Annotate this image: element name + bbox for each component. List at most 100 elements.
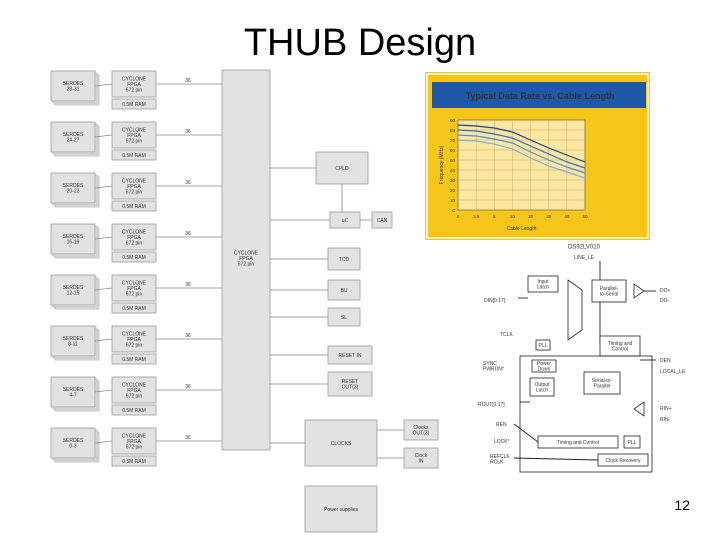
plot-area [457,119,586,211]
ram-block [111,455,157,467]
serdes-fpga-link [94,134,113,138]
ram-label: 0.5M RAM [122,102,146,108]
ram-block [111,404,157,416]
par-ser-box [591,279,627,303]
ren-wire [513,423,539,443]
bu-label: BU [341,288,348,294]
serdes-fpga-link [94,389,113,393]
timing-label-2: Timing and Control [557,440,599,446]
chart-border [426,73,649,239]
ram-block [111,98,157,110]
y-tick-label: 50 [450,158,456,163]
serdes-fpga-link [94,236,113,240]
serdes-block [50,223,96,255]
pll-label-2: PLL [628,440,637,446]
y-tick-label: 60 [450,148,456,153]
clocks-block [304,419,378,467]
y-tick-label: 10 [450,198,456,203]
chart-series-line [457,134,586,174]
x-tick-label: 2.5 [473,214,480,219]
bus-width-label: 36 [185,384,191,390]
chart-title: Typical Data Rate vs. Cable Length [466,91,615,101]
clock-recovery-label: Clock Recovery [605,458,641,464]
receiver-shape [633,401,645,417]
y-tick-label: 40 [450,168,456,173]
power-supplies-block [304,485,378,533]
y-tick-label: 70 [450,138,456,143]
x-tick-label: 30 [546,214,552,219]
bus-width-label: 36 [185,78,191,84]
serdes-fpga-link [94,338,113,342]
tclk-label: TCLK [500,332,513,338]
par-ser-label: Parallel-to-Serial [600,286,619,298]
y-tick-label: 30 [450,178,456,183]
ram-block [111,200,157,212]
tcd-label: TCD [339,257,350,263]
ram-block [111,251,157,263]
part-number: DS92LV010 [568,244,601,250]
serdes-fpga-link [94,83,113,87]
clocks-label: CLOCKS [331,441,352,447]
ram-block [111,353,157,365]
x-axis-label: Cable Length [507,226,537,232]
refclk-wire [513,457,599,461]
ram-label: 0.5M RAM [122,306,146,312]
bus-width-label: 36 [185,282,191,288]
output-latch-box [529,377,555,397]
slide-title: THUB Design [243,22,477,64]
power-down-box [531,359,557,373]
central-fpga-block [221,69,271,451]
chart-title-bar [432,82,646,108]
rin-plus-label: RIN+ [660,406,672,412]
ren-label: REN [496,422,507,428]
x-tick-label: 50 [582,214,588,219]
mux-shape [567,279,583,341]
serdes-fpga-link [94,287,113,291]
ram-label: 0.5M RAM [122,459,146,465]
driver-shape [633,283,645,299]
pll-label: PLL [539,343,548,349]
can-label: CAN [377,218,388,224]
bus-width-label: 36 [185,129,191,135]
local-le-label: LOCAL_LE [660,369,686,375]
ser-par-box [583,371,621,395]
sl-label: SL [341,315,347,321]
ram-label: 0.5M RAM [122,204,146,210]
pll-box-2 [623,435,641,449]
bus-width-label: 36 [185,231,191,237]
serdes-block [50,121,96,153]
data-rate-chart: Typical Data Rate vs. Cable Length010203… [425,72,650,240]
serdes-block [50,70,96,102]
y-axis-label: Frequency (MHz) [439,145,445,184]
x-tick-label: 40 [564,214,570,219]
ram-block [111,149,157,161]
den-label: DEN [660,358,671,364]
y-tick-label: 0 [452,208,455,213]
